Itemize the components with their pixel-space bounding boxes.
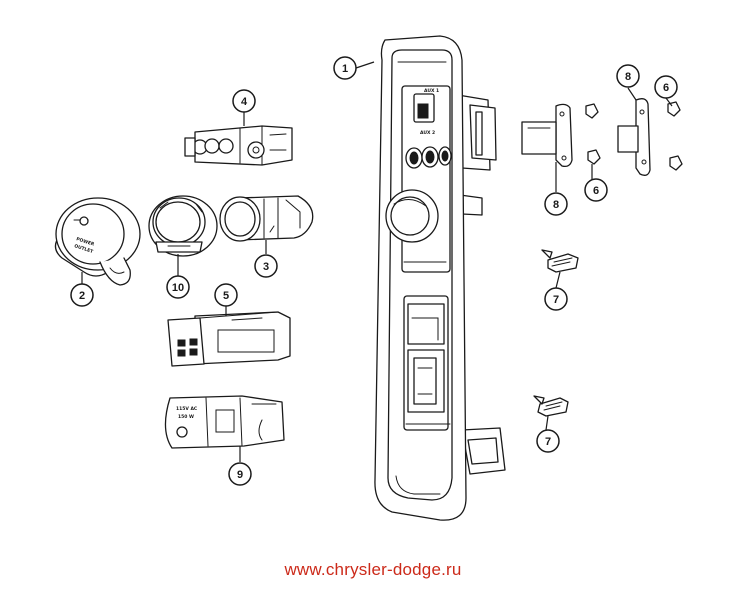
callout-8-upper-label: 8	[625, 71, 631, 83]
part-7-clip-upper	[541, 249, 579, 273]
callout-4-label: 4	[241, 96, 248, 108]
callout-1: 1	[333, 56, 357, 80]
part-2-power-outlet-cap: POWER OUTLET	[54, 197, 141, 286]
power-label: POWER	[75, 236, 95, 248]
aux1-label: AUX 1	[424, 88, 439, 94]
callout-6-lower: 6	[584, 178, 608, 202]
callout-7-upper-label: 7	[553, 294, 559, 306]
part-7-clip-lower	[533, 395, 569, 417]
callout-10: 10	[166, 275, 190, 299]
part-3-socket-body	[219, 195, 314, 242]
part-8-bracket-b	[617, 98, 651, 176]
part-4-outlet-housing	[184, 125, 293, 166]
inverter-voltage-label: 115V AC	[176, 406, 198, 412]
callout-7-lower: 7	[536, 429, 560, 453]
site-watermark: www.chrysler-dodge.ru	[284, 560, 462, 579]
callout-5: 5	[214, 283, 238, 307]
callout-5-label: 5	[223, 290, 229, 302]
part-6-push-pins	[585, 101, 683, 171]
part-8-bracket-a	[521, 103, 573, 168]
parts-diagram: AUX 1 AUX 2	[54, 35, 683, 521]
callout-7-upper: 7	[544, 287, 568, 311]
callout-3-label: 3	[263, 261, 269, 273]
part-1-bezel-panel: AUX 1 AUX 2	[374, 35, 506, 521]
aux2-label: AUX 2	[420, 130, 435, 136]
part-9-inverter-outlet: 115V AC 150 W	[164, 395, 285, 449]
callout-7-lower-label: 7	[545, 436, 551, 448]
callout-8-lower-label: 8	[553, 199, 559, 211]
callout-6-upper: 6	[654, 75, 678, 99]
callout-4: 4	[232, 89, 256, 113]
callout-2-label: 2	[79, 290, 85, 302]
callout-2: 2	[70, 283, 94, 307]
callout-10-label: 10	[172, 282, 184, 294]
inverter-watt-label: 150 W	[178, 414, 194, 420]
leader-lines	[81, 61, 673, 462]
callout-8-upper: 8	[616, 64, 640, 88]
callout-8-lower: 8	[544, 192, 568, 216]
callout-3: 3	[254, 254, 278, 278]
part-5-usb-module	[167, 311, 291, 367]
callout-1-label: 1	[342, 63, 348, 75]
callout-6-lower-label: 6	[593, 185, 599, 197]
callout-9: 9	[228, 462, 252, 486]
part-10-retainer-ring	[148, 195, 218, 257]
callout-9-label: 9	[237, 469, 243, 481]
callout-6-upper-label: 6	[663, 82, 669, 94]
